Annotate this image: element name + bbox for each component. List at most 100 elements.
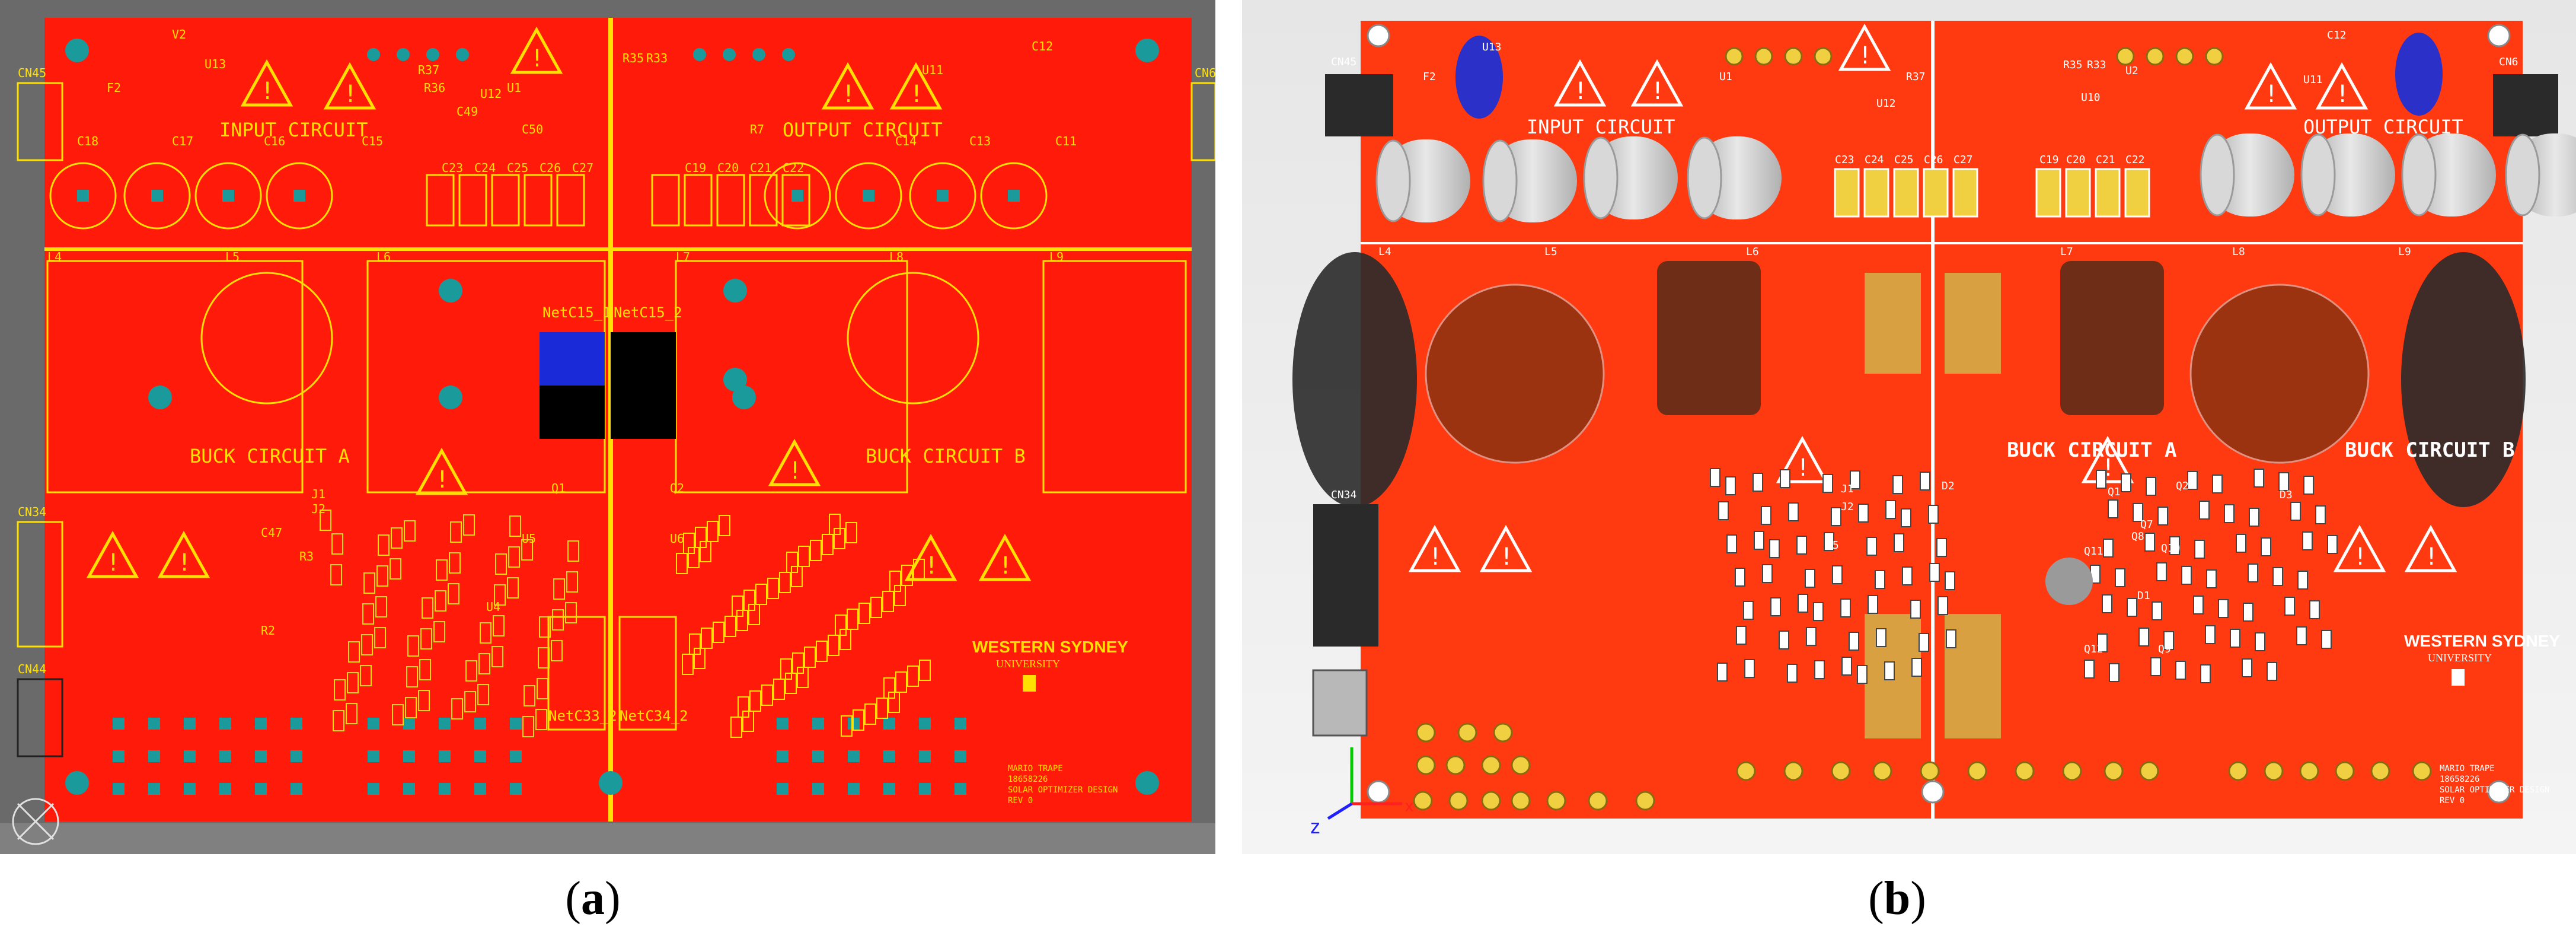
smd-component — [1788, 502, 1799, 521]
smd-footprint — [567, 540, 579, 562]
designator-label: L4 — [1378, 246, 1391, 258]
designator-label: F2 — [107, 81, 121, 95]
test-point — [1511, 755, 1531, 775]
smd-component — [2243, 603, 2253, 622]
smd-footprint — [676, 553, 688, 574]
capacitor-outline — [123, 162, 191, 230]
section-label-output-3d: OUTPUT CIRCUIT — [2303, 116, 2463, 138]
connector-pad — [439, 783, 451, 795]
svg-text:!: ! — [180, 549, 189, 577]
smd-component — [1754, 531, 1764, 550]
mounting-hole — [148, 386, 172, 409]
smd-component — [1806, 627, 1817, 646]
x-axis-label: x — [1405, 797, 1413, 815]
svg-text:!: ! — [263, 78, 272, 105]
smd-footprint — [363, 572, 375, 594]
pcb-3d-view: !!!!!!!!!!! INPUT CIRCUIT OUTPUT CIRCUIT… — [1242, 0, 2576, 854]
smd-footprint — [779, 572, 791, 593]
designator-label: C20 — [717, 161, 739, 175]
designator-label: R36 — [424, 81, 445, 95]
designator-label: Q8 — [2131, 530, 2144, 543]
designator-label: C14 — [895, 134, 917, 148]
inductor-l7-3d — [2060, 261, 2164, 415]
inductor-l6-3d — [1657, 261, 1761, 415]
smd-footprint — [565, 602, 577, 623]
smd-footprint — [508, 546, 520, 568]
smd-footprint — [719, 515, 730, 536]
smd-component — [2205, 625, 2216, 644]
smd-component — [2212, 475, 2223, 493]
smd-footprint — [348, 641, 360, 663]
designator-label: R2 — [261, 623, 275, 638]
z-axis-icon — [1327, 802, 1353, 820]
svg-text:!: ! — [532, 45, 542, 72]
test-point — [1920, 761, 1940, 781]
smd-component — [1824, 532, 1834, 551]
net-label-3: NetC33_2 — [548, 708, 617, 724]
smd-component — [1735, 568, 1745, 587]
smd-component — [2097, 633, 2108, 652]
electrolytic-capacitor — [1687, 136, 1782, 219]
smd-component — [2224, 504, 2235, 523]
smd-footprint — [330, 564, 342, 585]
designator-label: C13 — [969, 134, 991, 148]
smd-footprint — [378, 534, 390, 556]
smd-component — [2121, 473, 2131, 492]
mosfet-pad-left — [540, 332, 605, 386]
svg-text:!: ! — [2338, 81, 2347, 108]
smd-component — [1945, 571, 1955, 590]
designator-label: R33 — [2087, 59, 2106, 71]
inductor-l5-core — [200, 272, 333, 405]
designator-label: C21 — [750, 161, 771, 175]
connector-pad — [848, 783, 860, 795]
smd-capacitors-3d — [1834, 168, 2150, 218]
test-point — [1546, 791, 1566, 811]
smd-component — [1884, 661, 1895, 680]
smd-footprint — [761, 684, 773, 706]
test-point — [2335, 761, 2355, 781]
smd-component — [2309, 600, 2320, 619]
designator-label: R37 — [418, 63, 439, 77]
designator-label: C27 — [572, 161, 593, 175]
smd-footprint — [829, 514, 841, 535]
pcb-2d-canvas[interactable]: !!!!!!!!!!! INPUT CIRCUIT OUTPUT CIRCUIT… — [0, 0, 1215, 854]
smd-footprint — [507, 577, 519, 598]
designator-label: C12 — [2327, 29, 2347, 42]
smd-footprint — [845, 522, 857, 543]
smd-component — [2150, 657, 2161, 676]
smd-footprint — [407, 635, 419, 657]
designator-label: Q12 — [2084, 643, 2103, 655]
pcb-3d-canvas[interactable]: !!!!!!!!!!! INPUT CIRCUIT OUTPUT CIRCUIT… — [1242, 0, 2576, 854]
test-point — [1413, 791, 1433, 811]
test-point — [2062, 761, 2082, 781]
connector-pad — [148, 750, 160, 762]
warning-icon-3d: ! — [1838, 23, 1891, 71]
test-point — [693, 48, 706, 61]
smd-footprint — [889, 571, 901, 592]
designator-label: L5 — [1544, 246, 1557, 258]
smd-capacitor — [1863, 168, 1889, 218]
smd-component — [2230, 629, 2240, 648]
smd-footprint — [320, 510, 331, 531]
inductor-l9-3d — [2401, 252, 2526, 507]
test-point — [426, 48, 439, 61]
mounting-hole — [439, 386, 462, 409]
smd-component — [1762, 564, 1773, 583]
connector-pad — [291, 750, 302, 762]
test-point — [1481, 755, 1501, 775]
smd-capacitor — [2065, 168, 2091, 218]
connector-pad — [184, 718, 196, 730]
section-label-buck-a-3d: BUCK CIRCUIT A — [2007, 438, 2177, 462]
smd-footprint — [404, 520, 416, 542]
smd-footprint — [451, 698, 463, 719]
cn6-connector — [1190, 82, 1215, 161]
smd-component — [2108, 499, 2118, 518]
smd-component — [2267, 662, 2277, 681]
designator-label: R37 — [1906, 71, 1926, 83]
smd-footprint — [331, 533, 343, 555]
smd-footprint — [780, 658, 792, 680]
inductor-l4-3d — [1292, 252, 1417, 507]
caption-a: (a) — [565, 873, 621, 925]
smd-footprint — [853, 709, 864, 731]
designator-label: Q2 — [670, 481, 684, 495]
